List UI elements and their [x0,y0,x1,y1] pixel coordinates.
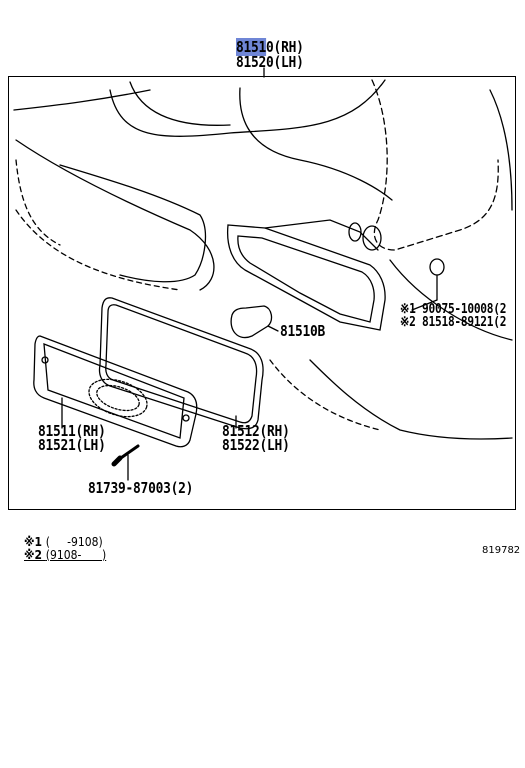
lamp-housing [226,224,386,331]
body-crease-line [239,87,393,201]
part-label-81510b[interactable]: 81510B [280,322,326,340]
lamp-housing-inner [237,235,375,323]
diagram-code: 819782 [482,545,521,556]
fender-edge-line [489,89,513,211]
bulb-leader-line [267,325,279,332]
part-label-90075[interactable]: ※1 90075-10008(2 [400,302,507,317]
grille-outline [59,164,207,283]
screw-head [111,455,123,467]
title-part-rh[interactable]: 81510(RH) [236,38,304,56]
footnote-2: ※2 (9108- ) [24,548,106,562]
footnote-1-mark: ※1 [24,535,43,549]
part-label-81511-rh[interactable]: 81511(RH) [38,422,106,440]
footnote-2-mark: ※2 [24,548,43,562]
lower-dashed-line [15,209,181,291]
title-part-lh-side: (LH) [273,53,304,71]
footnote-2-range: (9108- ) [45,548,107,562]
title-part-rh-tail: 0 [266,38,274,56]
title-part-rh-side: (RH) [273,38,304,56]
lens-reflector-inner [96,384,140,412]
body-line [13,89,151,111]
bulb-part [230,305,273,339]
lens-face [43,343,185,439]
diagram-frame [8,76,516,510]
footnote-1: ※1 ( -9108) [24,535,103,549]
highlighted-part-number[interactable]: 8151 [236,38,267,56]
lens-reflector-pattern [88,378,148,418]
part-label-81518[interactable]: ※2 81518-89121(2 [400,315,507,330]
clip-part [429,258,445,276]
socket-connector [348,222,362,242]
clip-leader-bend [411,299,438,311]
lower-body-line [389,259,513,341]
lens-hole [41,356,49,364]
bulb-socket [362,225,382,251]
gasket-inner [105,304,258,424]
part-label-81512-rh[interactable]: 81512(RH) [222,422,290,440]
part-label-81739[interactable]: 81739-87003(2) [88,479,194,497]
bumper-bottom-line [309,359,513,440]
hood-dashed-line [15,159,61,246]
lens-hole [182,414,190,422]
hood-contour [15,139,215,291]
bumper-top-line [109,79,386,137]
title-part-lh-number: 81520 [236,53,274,71]
part-label-81522-lh[interactable]: 81522(LH) [222,436,290,454]
lens-part [33,335,198,448]
fender-dashed-line [371,79,499,251]
footnote-1-range: ( -9108) [45,535,103,549]
lamp-housing-back [264,219,379,251]
bumper-dashed-line [269,359,381,431]
title-part-lh: 81520(LH) [236,53,304,71]
bumper-inner-line [129,81,231,126]
gasket-part [98,297,264,430]
part-label-81521-lh[interactable]: 81521(LH) [38,436,106,454]
